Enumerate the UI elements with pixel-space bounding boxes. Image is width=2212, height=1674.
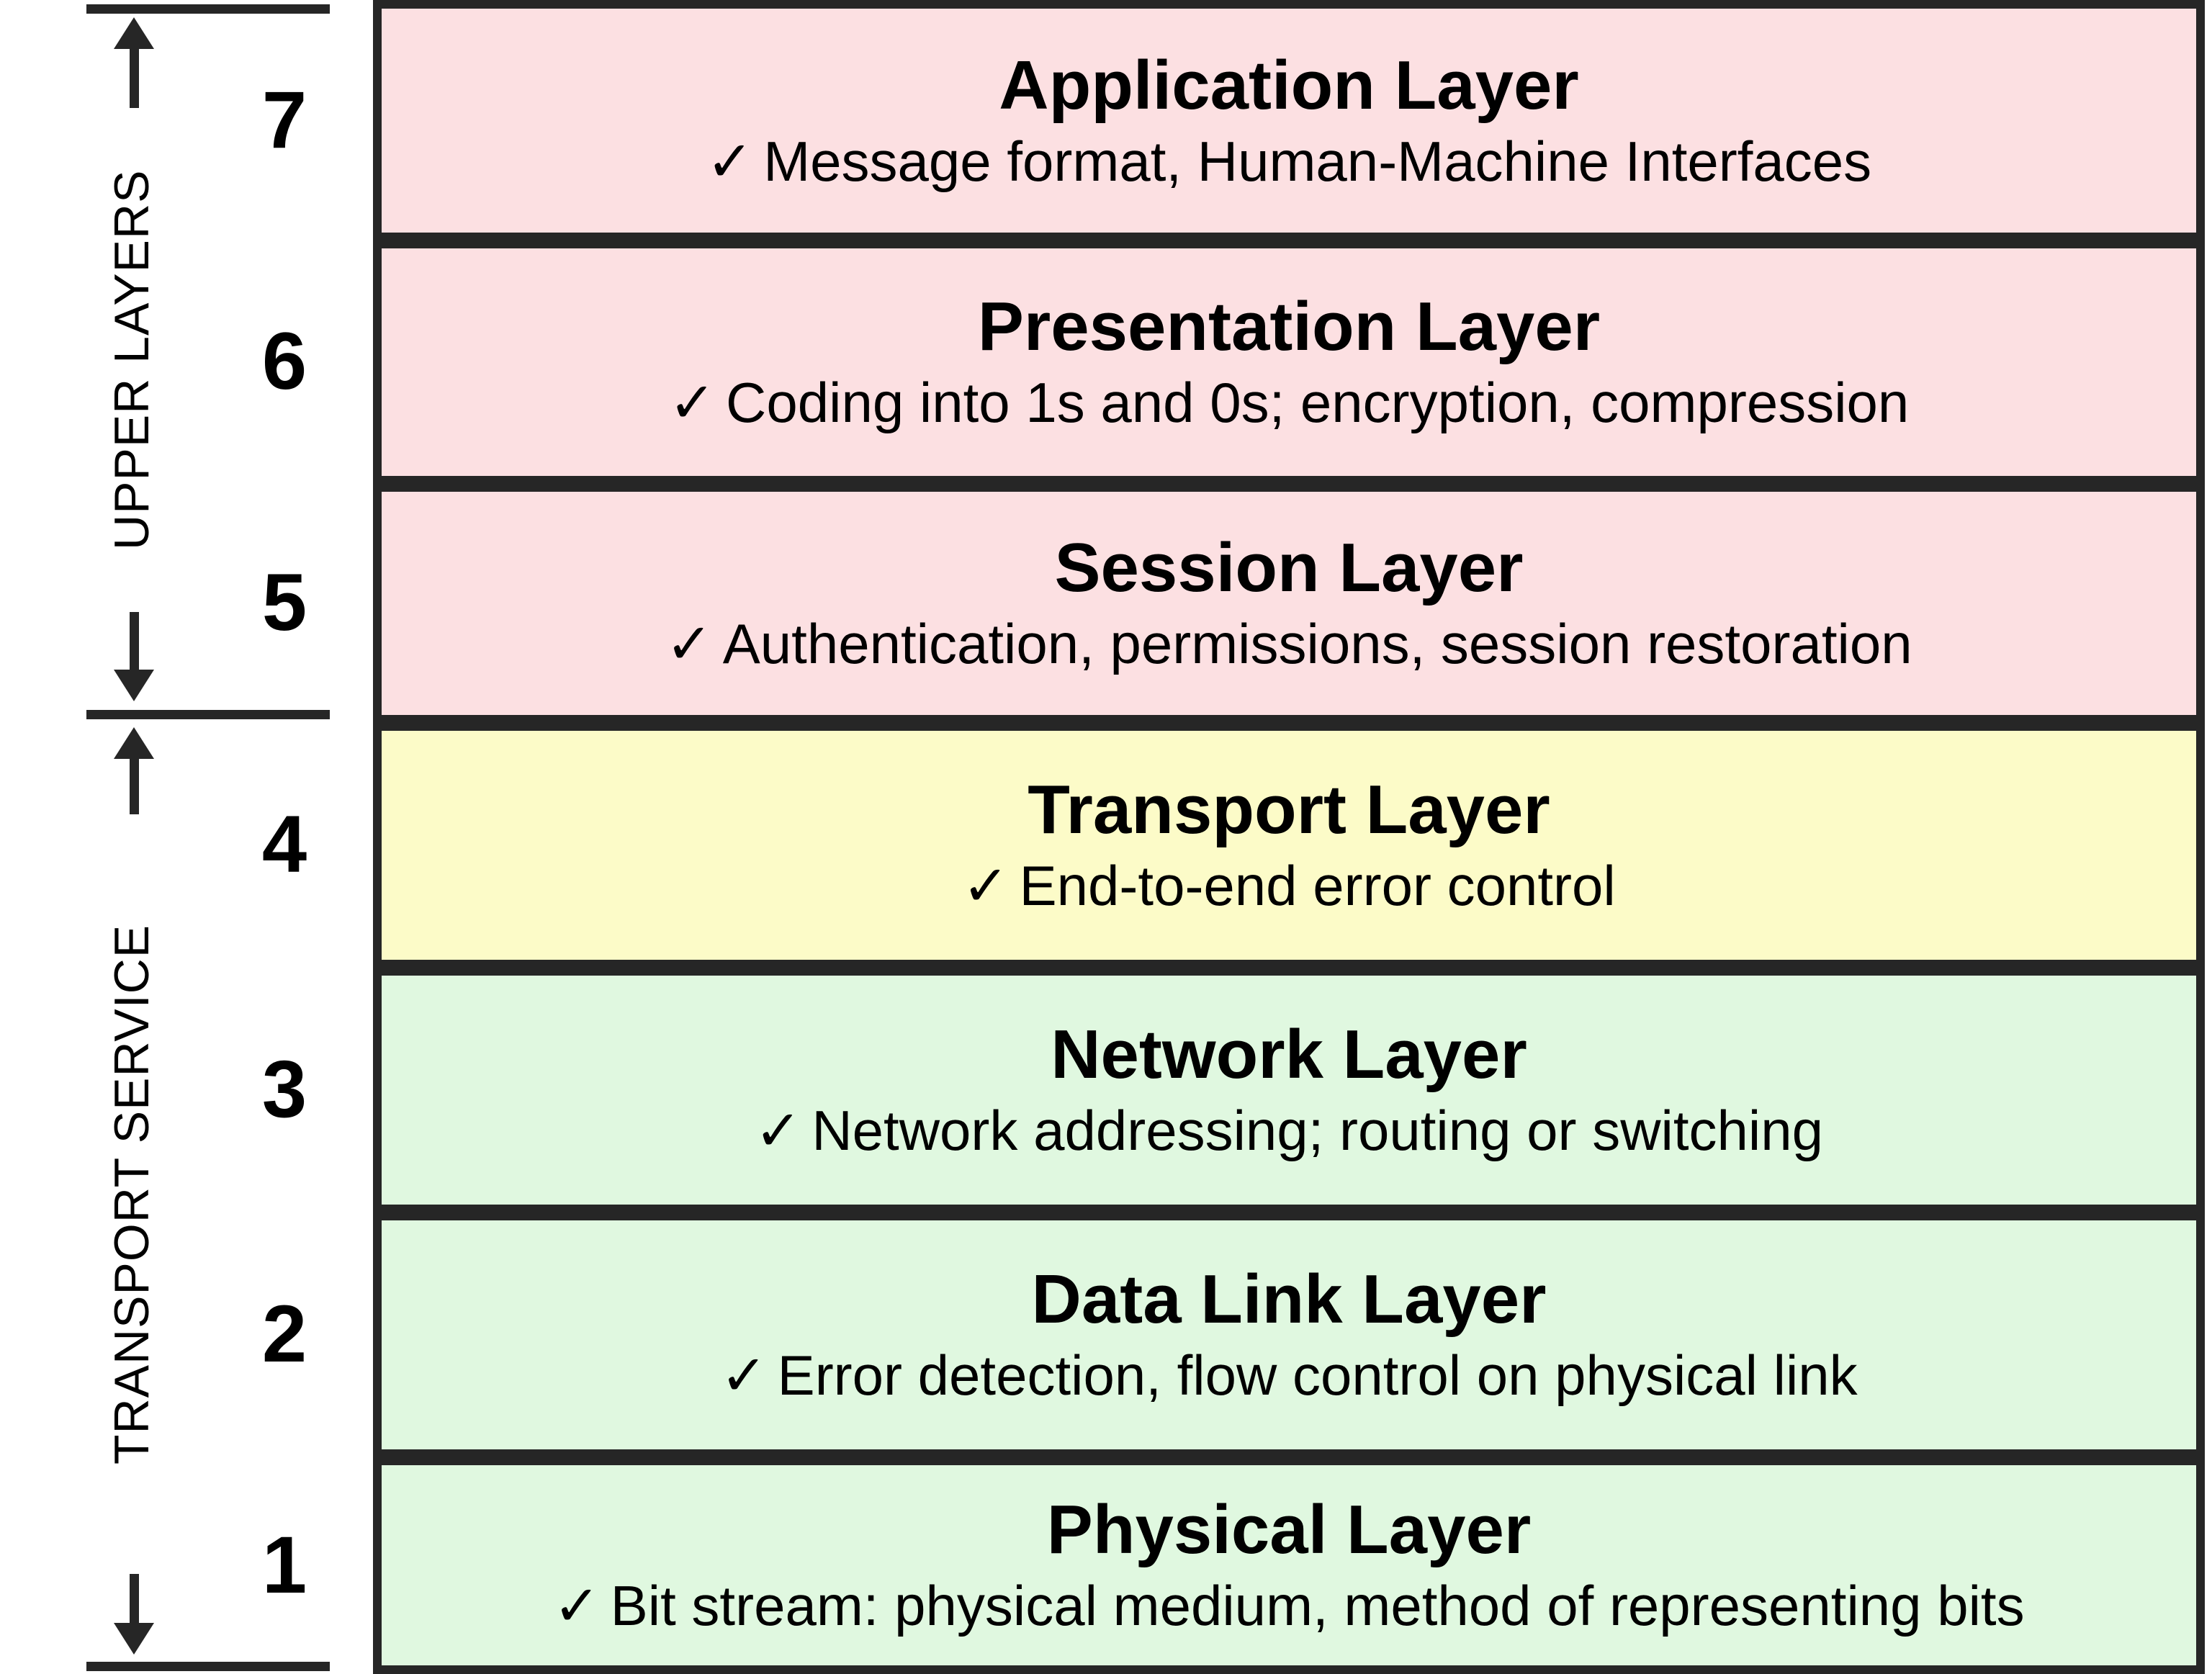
layer-description-text: Message format, Human-Machine Interfaces bbox=[763, 129, 1872, 193]
layer-title: Data Link Layer bbox=[1031, 1261, 1547, 1338]
layer-number-2: 2 bbox=[261, 1289, 307, 1379]
layer-box-session[interactable]: Session Layer ✓Authentication, permissio… bbox=[373, 483, 2205, 724]
layer-box-physical[interactable]: Physical Layer ✓Bit stream: physical med… bbox=[373, 1457, 2205, 1674]
arrow-head-down-icon bbox=[114, 670, 154, 701]
check-icon: ✓ bbox=[720, 1344, 768, 1408]
layer-title: Session Layer bbox=[1054, 529, 1524, 607]
layer-description: ✓Coding into 1s and 0s; encryption, comp… bbox=[668, 371, 1910, 435]
layer-title: Physical Layer bbox=[1046, 1491, 1532, 1569]
layer-description-text: Authentication, permissions, session res… bbox=[722, 612, 1912, 676]
layer-number-6: 6 bbox=[261, 316, 307, 406]
layer-number-7: 7 bbox=[261, 74, 307, 165]
check-icon: ✓ bbox=[962, 854, 1010, 918]
layer-description-text: Bit stream: physical medium, method of r… bbox=[610, 1574, 2025, 1638]
layer-description-text: Error detection, flow control on physica… bbox=[777, 1344, 1858, 1408]
layer-number-1: 1 bbox=[261, 1520, 307, 1610]
layer-description: ✓Bit stream: physical medium, method of … bbox=[553, 1574, 2025, 1638]
check-icon: ✓ bbox=[754, 1099, 802, 1163]
check-icon: ✓ bbox=[553, 1574, 601, 1638]
layer-title: Network Layer bbox=[1051, 1016, 1527, 1094]
check-icon: ✓ bbox=[706, 129, 754, 193]
band-transport-service: TRANSPORT SERVICE bbox=[0, 710, 331, 1674]
layer-box-application[interactable]: Application Layer ✓Message format, Human… bbox=[373, 0, 2205, 241]
check-icon: ✓ bbox=[665, 612, 713, 676]
band-label-transport-service: TRANSPORT SERVICE bbox=[101, 814, 163, 1574]
layer-description: ✓End-to-end error control bbox=[962, 854, 1616, 918]
layer-description: ✓Network addressing; routing or switchin… bbox=[755, 1099, 1823, 1162]
layer-description: ✓Error detection, flow control on physic… bbox=[720, 1344, 1857, 1407]
layer-box-network[interactable]: Network Layer ✓Network addressing; routi… bbox=[373, 967, 2205, 1213]
band-top-rule bbox=[86, 4, 330, 14]
band-bottom-rule bbox=[86, 1662, 330, 1671]
layer-box-transport[interactable]: Transport Layer ✓End-to-end error contro… bbox=[373, 722, 2205, 968]
layer-description-text: End-to-end error control bbox=[1019, 854, 1616, 918]
layer-title: Presentation Layer bbox=[977, 288, 1601, 366]
layer-title: Application Layer bbox=[999, 46, 1579, 124]
layer-description-text: Coding into 1s and 0s; encryption, compr… bbox=[726, 371, 1910, 435]
layer-box-data-link[interactable]: Data Link Layer ✓Error detection, flow c… bbox=[373, 1212, 2205, 1458]
layer-number-4: 4 bbox=[261, 799, 307, 889]
check-icon: ✓ bbox=[668, 371, 716, 435]
layer-number-5: 5 bbox=[261, 557, 307, 647]
layer-description: ✓Authentication, permissions, session re… bbox=[665, 612, 1912, 676]
arrow-head-down-icon bbox=[114, 1623, 154, 1655]
layer-number-3: 3 bbox=[261, 1044, 307, 1134]
band-top-rule bbox=[86, 710, 330, 719]
layer-title: Transport Layer bbox=[1028, 771, 1550, 849]
layer-description-text: Network addressing; routing or switching bbox=[811, 1099, 1823, 1163]
band-label-upper-layers: UPPER LAYERS bbox=[101, 108, 163, 612]
layer-description: ✓Message format, Human-Machine Interface… bbox=[706, 130, 1871, 193]
layer-box-presentation[interactable]: Presentation Layer ✓Coding into 1s and 0… bbox=[373, 240, 2205, 485]
